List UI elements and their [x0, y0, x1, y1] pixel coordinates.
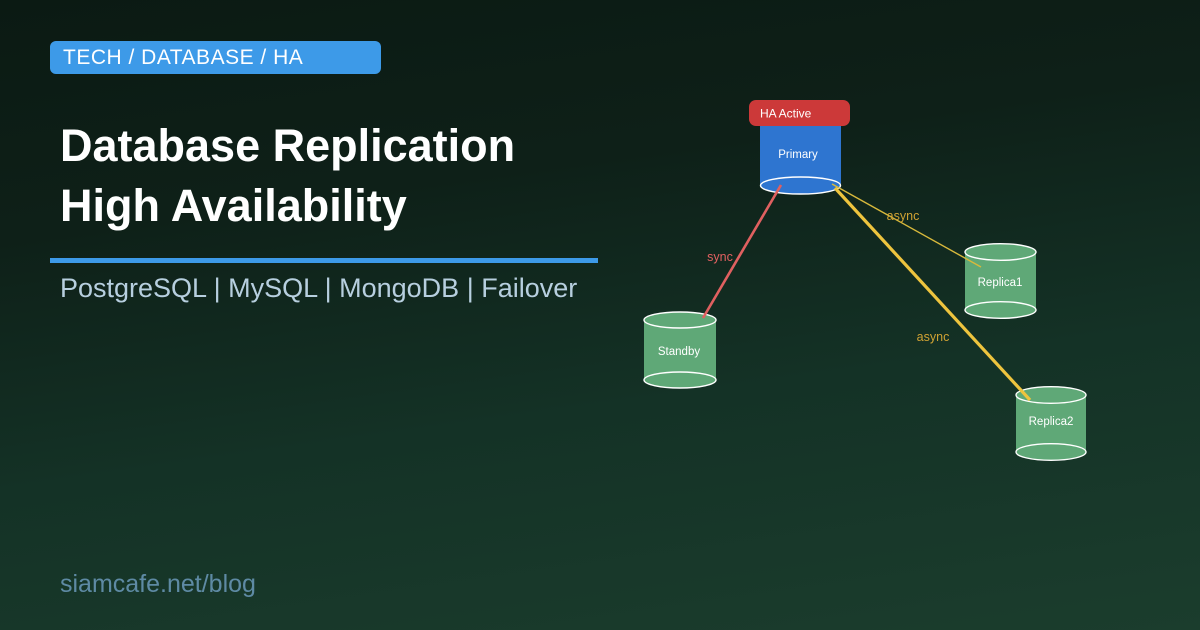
node-replica1-label: Replica1	[978, 277, 1023, 289]
edge-async-primary-replica1	[831, 183, 982, 268]
node-replica2: Replica2	[1015, 386, 1087, 462]
node-standby-label: Standby	[658, 346, 700, 358]
edge-sync-primary-standby	[701, 184, 783, 319]
node-replica2-label: Replica2	[1029, 416, 1074, 428]
node-standby: Standby	[643, 311, 717, 389]
edge-label-sync: sync	[707, 250, 733, 264]
ha-active-badge: HA Active	[749, 100, 850, 126]
edge-label-async1: async	[887, 209, 920, 223]
accent-divider	[50, 258, 598, 263]
category-badge: TECH / DATABASE / HA	[50, 41, 381, 74]
edge-async-primary-replica2	[833, 186, 1032, 402]
node-primary-label: Primary	[778, 149, 818, 161]
site-url: siamcafe.net/blog	[60, 570, 256, 598]
edge-label-async2: async	[917, 330, 950, 344]
page-title-line2: High Availability	[60, 180, 407, 231]
subtitle-keywords: PostgreSQL | MySQL | MongoDB | Failover	[60, 273, 578, 303]
node-primary: Primary	[759, 118, 842, 195]
category-badge-label: TECH / DATABASE / HA	[63, 45, 304, 69]
page-title: Database Replication High Availability	[60, 116, 515, 236]
page-title-line1: Database Replication	[60, 120, 516, 171]
ha-active-badge-label: HA Active	[760, 107, 812, 121]
node-replica1: Replica1	[964, 242, 1037, 320]
